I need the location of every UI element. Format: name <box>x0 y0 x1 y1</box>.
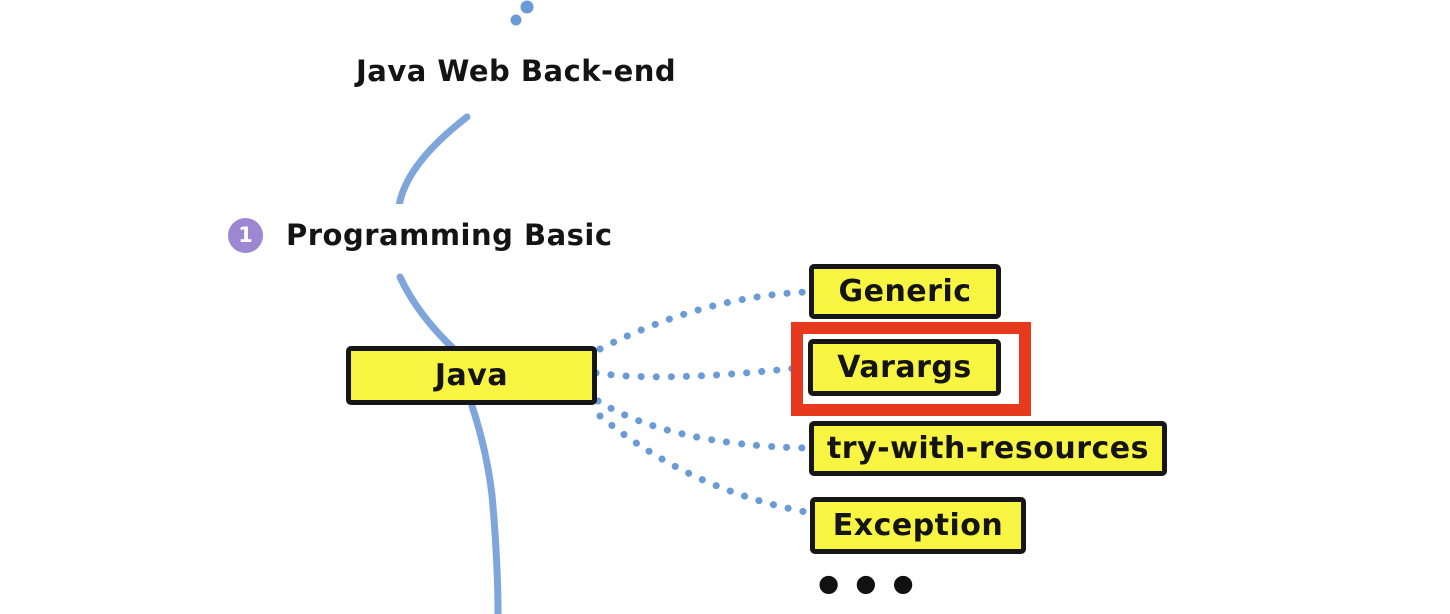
dotted-connector-varargs <box>592 363 810 381</box>
numbered-marker-badge: 1 <box>228 217 263 253</box>
topic-node-try-with-resources[interactable]: try-with-resources <box>809 421 1167 476</box>
highlight-annotation-varargs <box>791 322 1031 416</box>
topic-node-java[interactable]: Java <box>346 346 597 405</box>
branch-topic-row: 1 Programming Basic <box>228 204 619 266</box>
topic-node-varargs[interactable]: Varargs <box>808 339 1001 396</box>
parent-link-dot <box>520 0 534 14</box>
dotted-connector-exception <box>596 412 810 516</box>
branch-curve-middle <box>396 273 462 357</box>
dotted-connector-generic <box>596 288 810 353</box>
more-topics-ellipsis: ••• <box>812 557 924 614</box>
branch-curve-upper <box>395 113 471 210</box>
topic-node-exception[interactable]: Exception <box>810 497 1026 554</box>
dotted-connector-try-with-resources <box>594 397 810 452</box>
branch-topic-label[interactable]: Programming Basic <box>280 204 619 266</box>
branch-curve-lower <box>468 402 502 614</box>
parent-link-dot <box>510 14 522 26</box>
badge-number: 1 <box>238 223 253 247</box>
root-topic-label[interactable]: Java Web Back-end <box>356 54 677 88</box>
topic-node-generic[interactable]: Generic <box>809 264 1001 319</box>
